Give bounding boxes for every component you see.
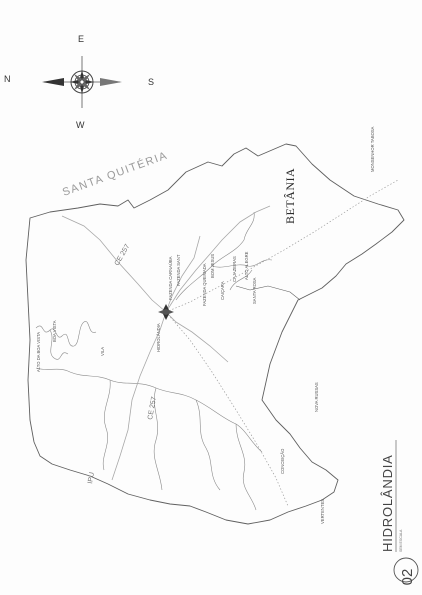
road-label-ce257-south: CE 257 (147, 396, 158, 420)
place-boa-vista: BOA VISTA (52, 320, 57, 342)
compass-north-label: N (4, 74, 11, 84)
road-network (61, 205, 271, 481)
place-betania: BETÂNIA (283, 168, 297, 224)
region-santa-quiteria: SANTA QUITÉRIA (61, 149, 170, 199)
place-vertentes: VERTENTES (320, 499, 325, 524)
place-santa-rosa: SANTA ROSA (252, 277, 257, 304)
road-label-ce257-north: CE 257 (114, 243, 132, 267)
compass-east-label: E (78, 34, 84, 44)
river-network (35, 211, 273, 511)
place-fazenda-sant: FAZENDA SANT (176, 254, 181, 286)
compass-letters: N S E W (4, 34, 154, 130)
place-cajazeiras: CAJAZEIRAS (232, 256, 237, 282)
town-marker (158, 304, 174, 320)
place-fazenda-queimada: FAZENDA QUEIMADA (202, 263, 207, 306)
place-vila: VILA (100, 347, 105, 356)
compass-north-arrow-icon (42, 78, 64, 86)
compass-rose (42, 56, 122, 108)
title-number-circle (393, 557, 419, 583)
place-nova-russas: NOVA RUSSAS (314, 382, 319, 412)
place-labels: FAZENDA CARNAÚBA FAZENDA SANT FAZENDA QU… (36, 126, 375, 524)
municipality-boundary (25, 143, 405, 525)
place-monsenhor-tabosa: MONSENHOR TABOSA (370, 126, 375, 172)
place-alto-boa-vista: ALTO DA BOA VISTA (36, 332, 41, 372)
title-name: HIDROLÂNDIA (380, 454, 395, 552)
place-alto-alegre: ALTO ALEGRE (244, 251, 249, 280)
compass-south-label: S (148, 77, 154, 87)
place-bom-jesus: BOM JESUS (210, 254, 215, 278)
place-hidrolandia-town: HIDROLÂNDIA (156, 323, 161, 352)
title-block: 02 HIDROLÂNDIA SEM ESCALA (380, 440, 419, 586)
compass-west-label: W (76, 120, 85, 130)
title-subtitle: SEM ESCALA (399, 529, 403, 552)
title-number: 02 (399, 569, 416, 586)
district-line (235, 285, 301, 301)
dotted-lines (165, 179, 399, 507)
place-fazenda-carnauba: FAZENDA CARNAÚBA (168, 256, 173, 300)
place-conceicao: CONCEIÇÃO (280, 448, 285, 474)
place-caicara: CAIÇARA (220, 281, 225, 300)
neighbor-ipu: IPU (87, 472, 96, 485)
